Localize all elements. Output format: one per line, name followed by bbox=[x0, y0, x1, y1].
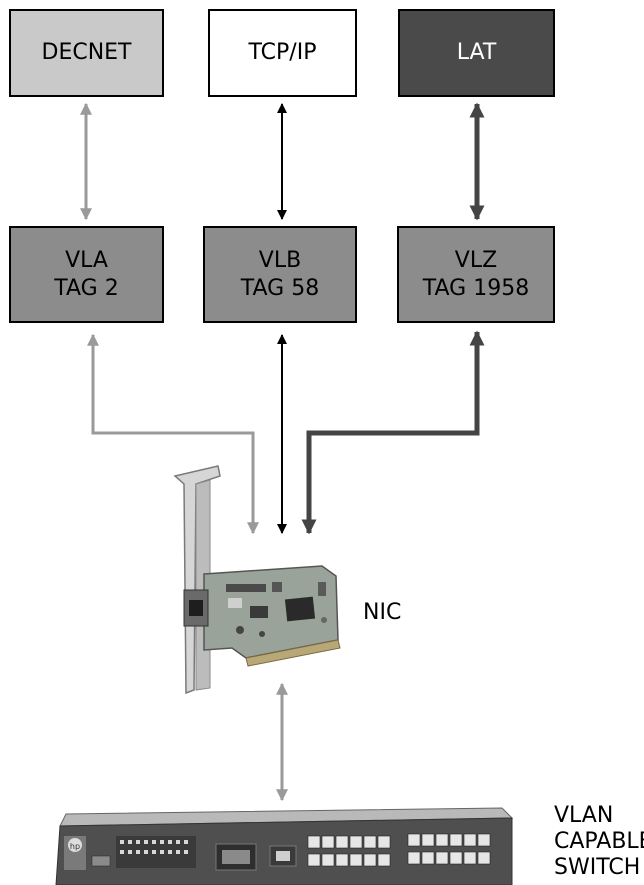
vlan-name-vla: VLA bbox=[65, 247, 108, 273]
protocol-label-decnet: DECNET bbox=[41, 40, 132, 65]
switch-label-line-2: CAPABLE bbox=[554, 829, 644, 854]
protocol-label-lat: LAT bbox=[456, 40, 497, 65]
switch-label-line-3: SWITCH bbox=[554, 855, 641, 880]
vlan-box-vla: VLA TAG 2 bbox=[9, 226, 164, 323]
vlan-tag-vlz: TAG 1958 bbox=[422, 275, 530, 301]
nic-label: NIC bbox=[363, 600, 402, 625]
protocol-box-tcpip: TCP/IP bbox=[208, 9, 357, 97]
svg-text:hp: hp bbox=[70, 842, 80, 851]
switch-label: VLAN CAPABLE SWITCH bbox=[554, 803, 644, 881]
vlan-tag-vlb: TAG 58 bbox=[240, 275, 320, 301]
switch-image: hp bbox=[55, 807, 514, 885]
protocol-box-lat: LAT bbox=[398, 9, 555, 97]
vlan-box-vlz: VLZ TAG 1958 bbox=[397, 226, 555, 323]
vlan-tag-vla: TAG 2 bbox=[54, 275, 119, 301]
protocol-label-tcpip: TCP/IP bbox=[248, 40, 317, 65]
nic-card-image bbox=[173, 465, 341, 695]
switch-label-line-1: VLAN bbox=[554, 803, 614, 828]
link-vlz-nic bbox=[301, 330, 485, 535]
protocol-box-decnet: DECNET bbox=[9, 9, 164, 97]
vlan-name-vlz: VLZ bbox=[454, 247, 498, 273]
link-vla-nic bbox=[87, 333, 259, 535]
vlan-box-vlb: VLB TAG 58 bbox=[203, 226, 357, 323]
vlan-name-vlb: VLB bbox=[258, 247, 302, 273]
